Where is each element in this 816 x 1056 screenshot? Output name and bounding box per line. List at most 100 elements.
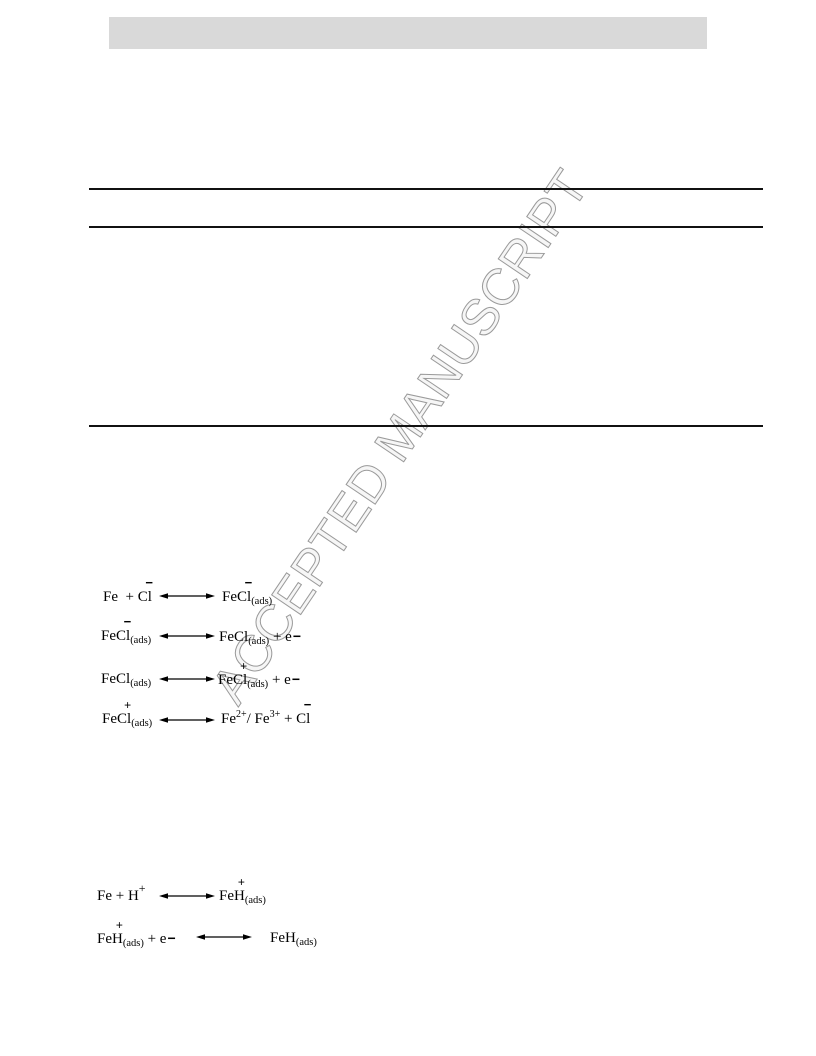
arrow-path — [196, 934, 252, 940]
term-base: FeH+ — [97, 919, 123, 948]
term-text: Cl — [137, 589, 152, 605]
reaction-lhs: FeCl(ads) — [101, 670, 152, 689]
charge-mark: − — [244, 575, 253, 590]
charge-mark: + — [240, 659, 248, 673]
term-text: Fe — [221, 711, 236, 727]
chemical-term: FeCl+(ads) — [218, 660, 269, 690]
electron-charge: − — [167, 930, 176, 946]
electron-charge: − — [291, 671, 300, 687]
plus-operator: + — [280, 710, 296, 728]
reaction-lhs: Fe + Cl− — [103, 576, 153, 606]
term-text: FeH — [219, 888, 245, 904]
term-base: Cl− — [296, 698, 311, 728]
chemical-term: Cl− — [137, 576, 153, 606]
term-text: FeH — [97, 931, 123, 947]
chemical-term: Cl− — [296, 698, 311, 728]
reaction-lhs: Fe + H+ — [97, 882, 146, 905]
subscript: (ads) — [247, 679, 269, 690]
charge-mark: + — [237, 875, 245, 889]
term-text: Fe + — [103, 589, 138, 605]
electron-term: + e− — [144, 929, 176, 948]
term-base: FeCl — [219, 628, 248, 646]
electron-charge: − — [292, 628, 301, 644]
chemical-term: FeCl(ads) — [101, 670, 152, 689]
term-text: FeCl — [102, 711, 132, 727]
term-base: FeCl+ — [218, 660, 248, 689]
term-text: FeCl — [219, 629, 249, 645]
reaction-rhs: FeH+(ads) — [219, 876, 266, 906]
term-text: FeH — [270, 930, 296, 946]
chemical-term: Fe + — [103, 588, 138, 606]
term-base: FeCl− — [101, 615, 131, 645]
subscript: (ads) — [122, 938, 144, 949]
arrow-path — [159, 593, 215, 599]
term-base: FeCl+ — [102, 699, 132, 728]
superscript-charge: + — [138, 881, 146, 895]
term-text: FeCl — [101, 628, 131, 644]
term-text: / Fe — [246, 711, 270, 727]
arrow-path — [159, 893, 215, 899]
term-base: FeCl− — [222, 576, 252, 606]
electron-term: + e− — [269, 627, 301, 646]
chemical-term: FeCl−(ads) — [101, 615, 152, 646]
charge-mark: − — [145, 575, 153, 590]
term-text: + e — [143, 931, 167, 947]
charge-mark: + — [115, 918, 123, 932]
term-text: Cl — [296, 711, 311, 727]
reaction-rhs: FeCl(ads) + e− — [219, 627, 301, 647]
term-base: Cl− — [137, 576, 153, 606]
term-base: FeH+ — [219, 876, 245, 905]
subscript: (ads) — [295, 937, 317, 948]
term-base: FeCl — [101, 670, 130, 688]
subscript: (ads) — [251, 596, 273, 607]
term-text: FeCl — [218, 672, 248, 688]
arrow-path — [159, 633, 215, 639]
chemical-term: FeH+(ads) — [219, 876, 266, 906]
subscript: (ads) — [130, 678, 152, 689]
chemical-term: FeCl−(ads) — [222, 576, 273, 607]
reaction-lhs: FeH+(ads) + e− — [97, 919, 176, 949]
subscript: (ads) — [248, 636, 270, 647]
equilibrium-arrow — [159, 633, 215, 639]
term-base: FeH — [270, 929, 296, 947]
reaction-rhs: FeCl−(ads) — [222, 576, 273, 607]
chemical-term: Fe + H+ — [97, 882, 146, 905]
electron-term: + e− — [268, 670, 300, 689]
term-text: + e — [269, 629, 292, 645]
chemical-term: FeH(ads) — [270, 929, 317, 948]
superscript-charge: 2+ — [236, 709, 247, 720]
chemical-term: FeCl(ads) — [219, 628, 270, 647]
equilibrium-arrow — [159, 893, 215, 899]
subscript: (ads) — [131, 718, 153, 729]
term-text: FeCl — [222, 589, 252, 605]
arrow-path — [159, 717, 215, 723]
term-text: + e — [268, 672, 291, 688]
charge-mark: − — [123, 614, 132, 629]
reaction-rhs: FeH(ads) — [270, 929, 317, 948]
reaction-rhs: FeCl+(ads) + e− — [218, 660, 300, 690]
arrow-path — [159, 676, 215, 682]
reaction-lhs: FeCl−(ads) — [101, 615, 152, 646]
equilibrium-arrow — [159, 717, 215, 723]
term-text: Fe + H — [97, 888, 139, 904]
table-bottom-rule — [89, 425, 763, 427]
table-top-rule — [89, 188, 763, 190]
equilibrium-arrow — [196, 934, 252, 940]
subscript: (ads) — [244, 895, 266, 906]
table-header-rule — [89, 226, 763, 228]
subscript: (ads) — [130, 635, 152, 646]
charge-mark: − — [303, 697, 312, 712]
chemical-term: FeH+(ads) — [97, 919, 144, 949]
term-text: + — [280, 711, 297, 727]
equilibrium-arrow — [159, 676, 215, 682]
header-bar — [109, 17, 707, 49]
superscript-charge: 3+ — [269, 709, 281, 720]
reaction-lhs: FeCl+(ads) — [102, 699, 153, 729]
equilibrium-arrow — [159, 593, 215, 599]
term-text: FeCl — [101, 671, 131, 687]
chemical-term: FeCl+(ads) — [102, 699, 153, 729]
